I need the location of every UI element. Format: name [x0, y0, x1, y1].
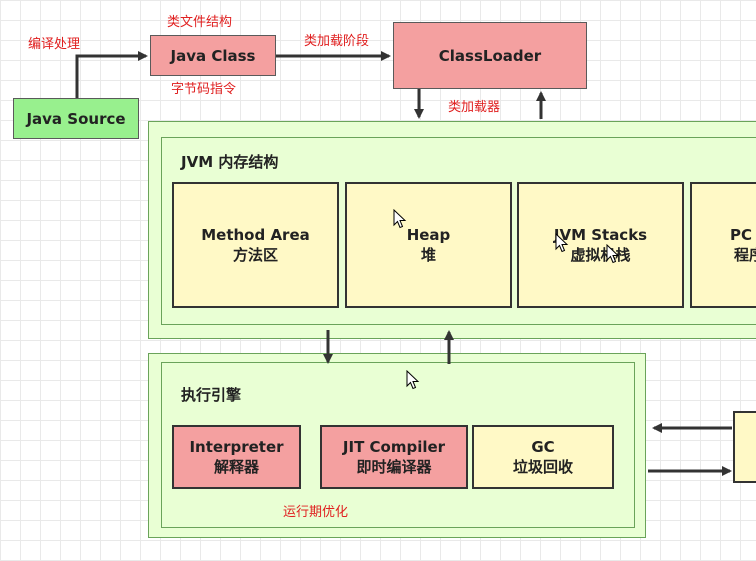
method-area-box: Method Area 方法区 — [172, 182, 339, 308]
jit-compiler-zh: 即时编译器 — [356, 458, 432, 476]
jvm-memory-title: JVM 内存结构 — [181, 153, 279, 171]
jit-compiler-en: JIT Compiler — [342, 438, 446, 456]
mouse-cursor-icon — [555, 233, 569, 253]
classloader-box: ClassLoader — [393, 22, 587, 89]
label-runtime-optimization: 运行期优化 — [283, 505, 349, 520]
label-compile: 编译处理 — [28, 37, 81, 52]
gc-en: GC — [531, 438, 555, 456]
java-class-box: Java Class — [150, 35, 276, 76]
right-partial-box — [733, 411, 756, 483]
execution-engine-title: 执行引擎 — [181, 386, 242, 404]
java-source-label: Java Source — [26, 109, 126, 128]
interpreter-en: Interpreter — [189, 438, 284, 456]
heap-en: Heap — [406, 226, 451, 244]
mouse-cursor-icon — [606, 244, 620, 264]
pc-register-zh: 程序计数器 — [734, 246, 756, 264]
jit-compiler-box: JIT Compiler 即时编译器 — [320, 425, 468, 489]
gc-box: GC 垃圾回收 — [472, 425, 614, 489]
label-class-loading-stage: 类加载阶段 — [304, 34, 370, 49]
jvm-stacks-box: JVM Stacks 虚拟机栈 — [517, 182, 684, 308]
heap-zh: 堆 — [420, 246, 436, 264]
java-source-box: Java Source — [13, 98, 139, 139]
label-class-loader: 类加载器 — [448, 100, 501, 115]
arrow-source-to-class — [75, 51, 148, 98]
jvm-stacks-en: JVM Stacks — [553, 226, 648, 244]
gc-zh: 垃圾回收 — [512, 458, 573, 476]
mouse-cursor-icon — [393, 209, 407, 229]
classloader-label: ClassLoader — [438, 46, 542, 65]
method-area-zh: 方法区 — [232, 246, 278, 264]
pc-register-en: PC Register — [730, 226, 756, 244]
pc-register-box: PC Register 程序计数器 — [690, 182, 756, 308]
interpreter-zh: 解释器 — [213, 458, 259, 476]
method-area-en: Method Area — [201, 226, 310, 244]
label-class-file-structure: 类文件结构 — [167, 15, 233, 30]
heap-box: Heap 堆 — [345, 182, 512, 308]
label-bytecode-instructions: 字节码指令 — [171, 82, 237, 97]
mouse-cursor-icon — [406, 370, 420, 390]
interpreter-box: Interpreter 解释器 — [172, 425, 301, 489]
java-class-label: Java Class — [170, 46, 256, 65]
jvm-stacks-zh: 虚拟机栈 — [570, 246, 631, 264]
